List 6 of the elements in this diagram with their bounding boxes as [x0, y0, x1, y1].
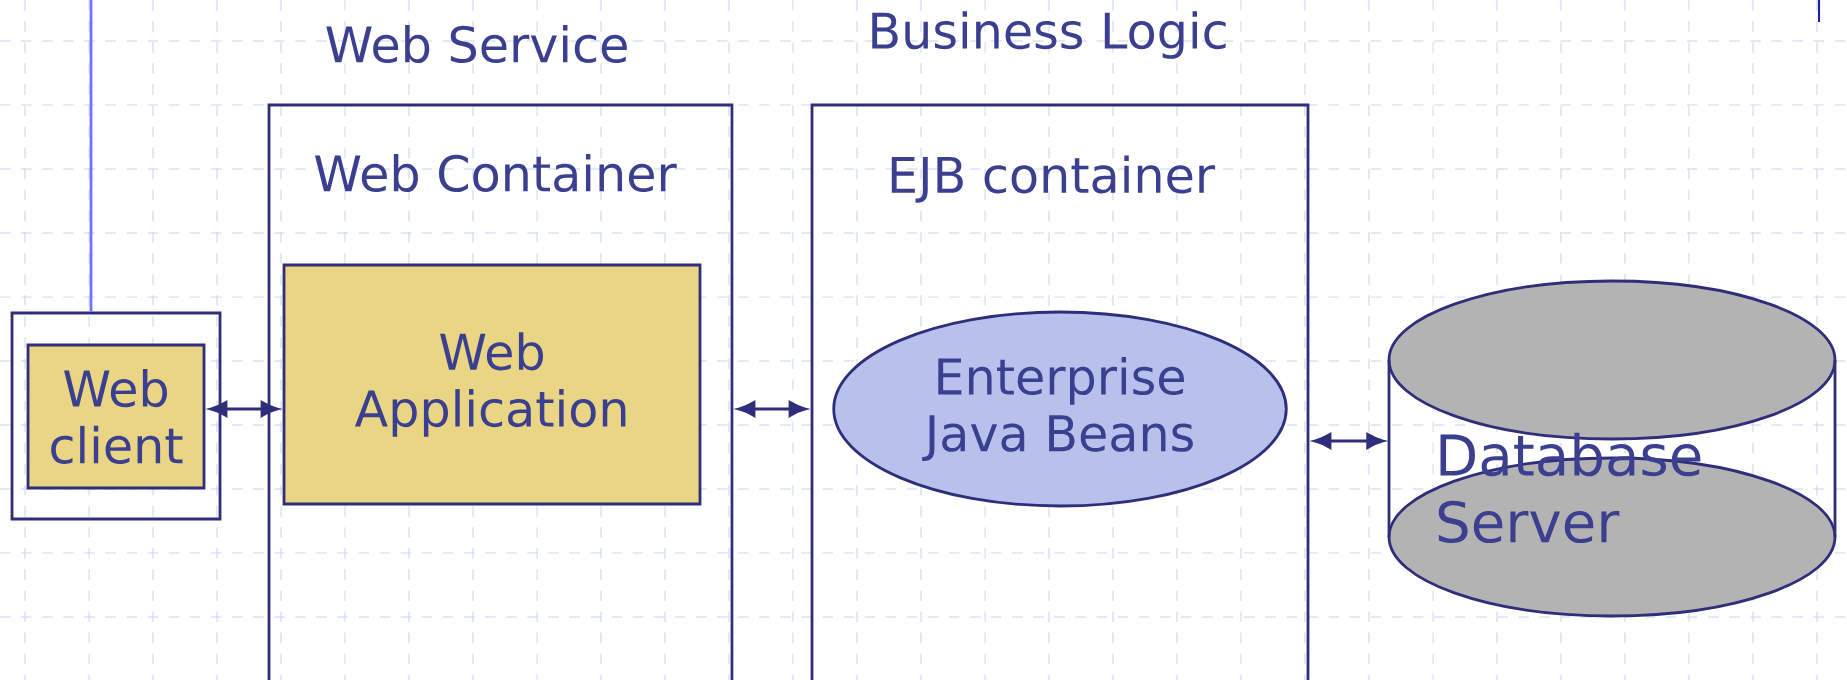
client-frame [10, 311, 222, 521]
component-box: Web Application [282, 263, 702, 506]
tier-heading: Web Service [326, 25, 627, 64]
component-box: Web client [26, 343, 206, 490]
tier-heading: Business Logic [872, 11, 1226, 59]
connector-line [89, 0, 93, 312]
